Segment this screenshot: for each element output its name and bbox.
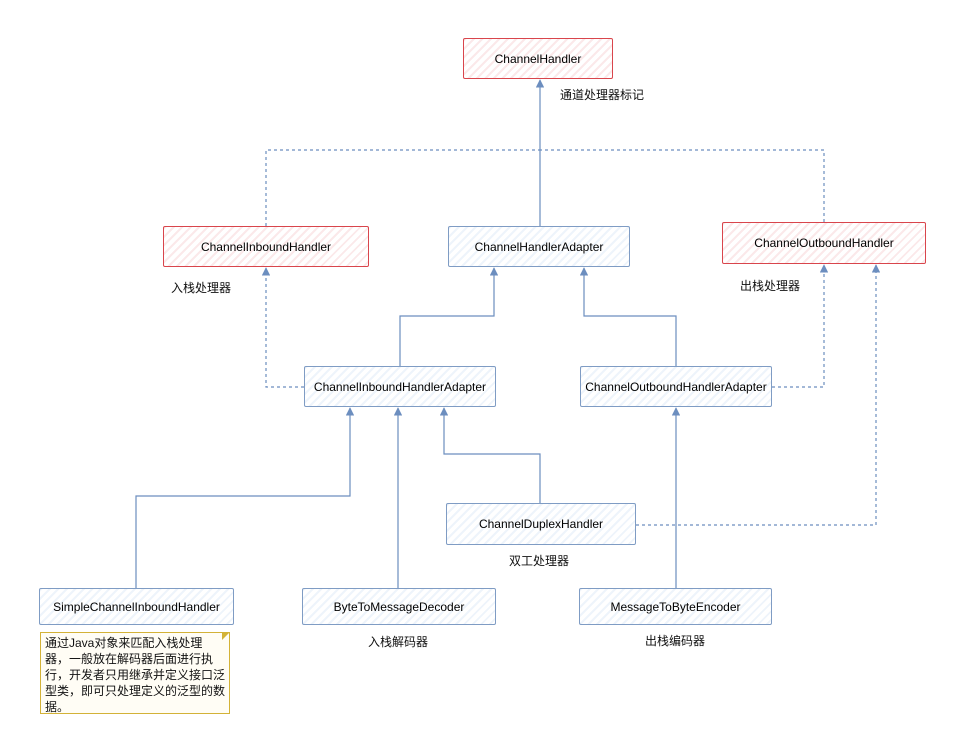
node-channel-outbound-handler[interactable]: ChannelOutboundHandler [722,222,926,264]
edge-outbound-to-handler [540,149,825,222]
edge-inadapter-to-adapter [399,267,499,366]
edge-outadapter-to-outbound [772,264,829,388]
sticky-note: 通过Java对象来匹配入栈处理器，一般放在解码器后面进行执行，开发者只用继承并定… [40,632,230,714]
note-fold-corner [222,632,230,640]
node-channel-inbound-handler-adapter[interactable]: ChannelInboundHandlerAdapter [304,366,496,407]
label-duplex-note: 双工处理器 [509,554,570,568]
label-channel-handler-note: 通道处理器标记 [560,88,645,102]
edge-simple-to-inadapter [135,407,355,588]
node-channel-handler[interactable]: ChannelHandler [463,38,613,79]
edge-duplex-to-outbound [636,264,881,526]
edge-duplex-to-inadapter [439,407,541,503]
node-byte-to-message-decoder[interactable]: ByteToMessageDecoder [302,588,496,625]
node-simple-channel-inbound-handler[interactable]: SimpleChannelInboundHandler [39,588,234,625]
label-decoder-note: 入栈解码器 [368,635,429,649]
sticky-note-text: 通过Java对象来匹配入栈处理器，一般放在解码器后面进行执行，开发者只用继承并定… [45,636,226,714]
edge-outadapter-to-adapter [579,267,677,366]
node-channel-inbound-handler[interactable]: ChannelInboundHandler [163,226,369,267]
label-encoder-note: 出栈编码器 [645,634,706,648]
node-message-to-byte-encoder[interactable]: MessageToByteEncoder [579,588,772,625]
label-inbound-handler-note: 入栈处理器 [171,281,232,295]
node-channel-outbound-handler-adapter[interactable]: ChannelOutboundHandlerAdapter [580,366,772,407]
node-channel-duplex-handler[interactable]: ChannelDuplexHandler [446,503,636,545]
label-outbound-handler-note: 出栈处理器 [740,279,801,293]
edge-inadapter-to-inbound [261,267,304,388]
node-channel-handler-adapter[interactable]: ChannelHandlerAdapter [448,226,630,267]
edge-inbound-to-handler [265,149,540,226]
